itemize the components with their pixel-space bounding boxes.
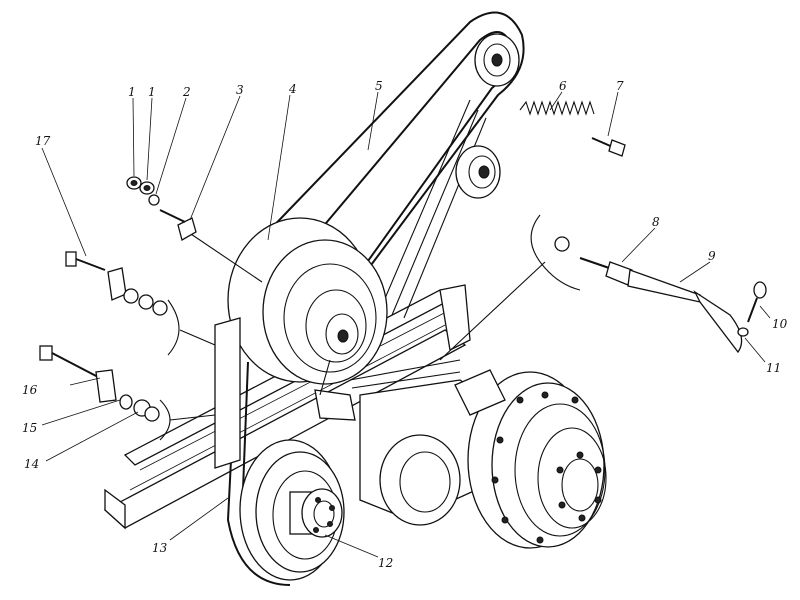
large-pulley <box>227 217 388 385</box>
callout-11: 11 <box>766 361 781 375</box>
callout-12: 12 <box>378 556 393 570</box>
callout-1a: 1 <box>128 85 136 99</box>
callout-16: 16 <box>22 383 38 397</box>
callout-3: 3 <box>236 83 244 97</box>
callout-15: 15 <box>22 421 37 435</box>
callout-1b: 1 <box>148 85 156 99</box>
callout-4: 4 <box>288 82 297 96</box>
callout-5: 5 <box>375 79 383 93</box>
leader-lines <box>41 91 771 558</box>
upper-left-fasteners <box>126 176 186 223</box>
callout-7: 7 <box>616 79 624 93</box>
bolt-assembly-17 <box>65 251 216 356</box>
lower-pulley <box>239 439 345 581</box>
callout-13: 13 <box>152 541 168 555</box>
callout-17: 17 <box>35 134 51 148</box>
bolt-assembly-16 <box>39 345 216 441</box>
callout-labels: 1 1 2 3 4 5 6 7 8 9 10 11 12 13 14 15 16… <box>22 79 788 570</box>
top-idler-pulley <box>474 33 520 87</box>
callout-2: 2 <box>182 85 191 99</box>
mount-bracket <box>314 359 461 421</box>
tensioner-pulley <box>455 145 501 199</box>
callout-6: 6 <box>559 79 567 93</box>
gearbox-housing <box>359 369 607 549</box>
rod <box>177 217 263 283</box>
spring-bolt <box>591 137 626 157</box>
callout-14: 14 <box>24 457 39 471</box>
vertical-plate <box>214 317 241 469</box>
callout-8: 8 <box>652 215 660 229</box>
adjusting-linkage <box>439 214 767 361</box>
callout-9: 9 <box>708 249 716 263</box>
tension-spring <box>519 100 595 116</box>
callout-10: 10 <box>772 317 788 331</box>
